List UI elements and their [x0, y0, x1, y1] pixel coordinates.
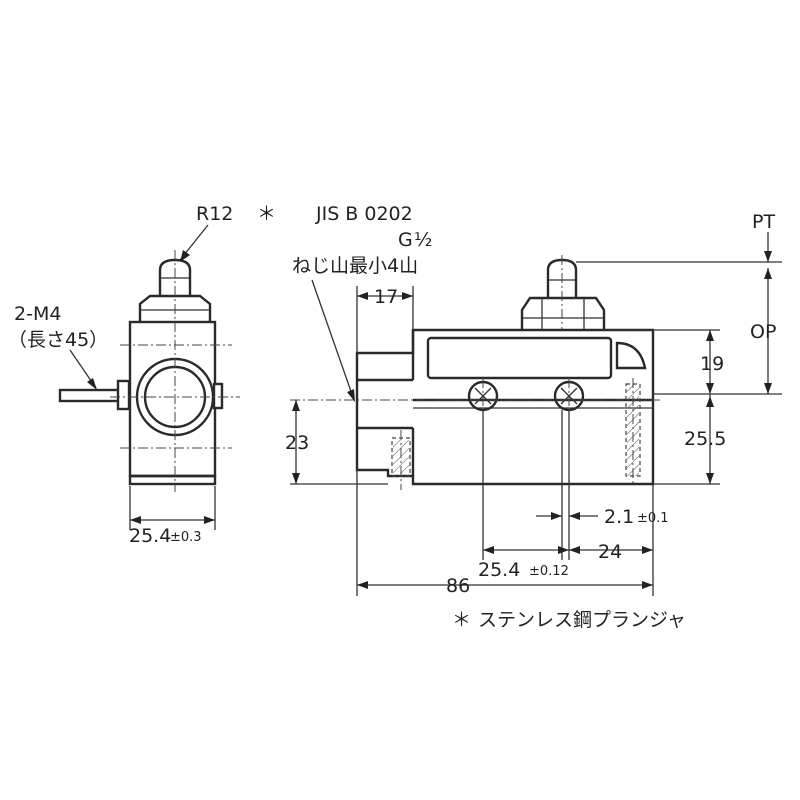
side-view: 25.4 ±0.3 R12 ＊ 2-M4 （長さ45） [8, 203, 276, 547]
dim-25-4: 25.4 [478, 559, 520, 581]
dim-86: 86 [446, 575, 470, 597]
footnote-mark: ＊ [452, 609, 471, 631]
front-view: PT OP 19 25.5 23 17 JIS B 0202 G ½ ねじ山最小… [285, 203, 782, 597]
footnote: ＊ ステンレス鋼プランジャ [452, 609, 686, 631]
dim-17: 17 [374, 286, 398, 308]
thread-size: G [398, 229, 413, 251]
pt-label: PT [752, 211, 775, 233]
front-window [426, 336, 613, 380]
thread-note: ねじ山最小4山 [292, 255, 418, 277]
dim-25-4-tol: ±0.12 [529, 564, 569, 579]
dim-19: 19 [700, 353, 724, 375]
screw-length-label: （長さ45） [8, 329, 108, 351]
dim-25-5: 25.5 [684, 428, 726, 450]
side-width-tol: ±0.3 [170, 530, 202, 545]
front-body [355, 328, 655, 486]
screw-size-label: 2-M4 [14, 303, 61, 325]
dim-2-1: 2.1 [604, 506, 634, 528]
radius-asterisk: ＊ [257, 203, 276, 225]
thread-standard: JIS B 0202 [315, 203, 413, 225]
dim-24: 24 [598, 541, 622, 563]
dim-23: 23 [285, 432, 309, 454]
radius-label: R12 [196, 203, 233, 225]
front-hex-nut [520, 296, 606, 330]
footnote-text: ステンレス鋼プランジャ [478, 609, 686, 631]
thread-fraction: ½ [414, 229, 432, 251]
side-width-value: 25.4 [129, 525, 171, 547]
op-label: OP [750, 321, 776, 343]
side-screw [58, 388, 124, 403]
